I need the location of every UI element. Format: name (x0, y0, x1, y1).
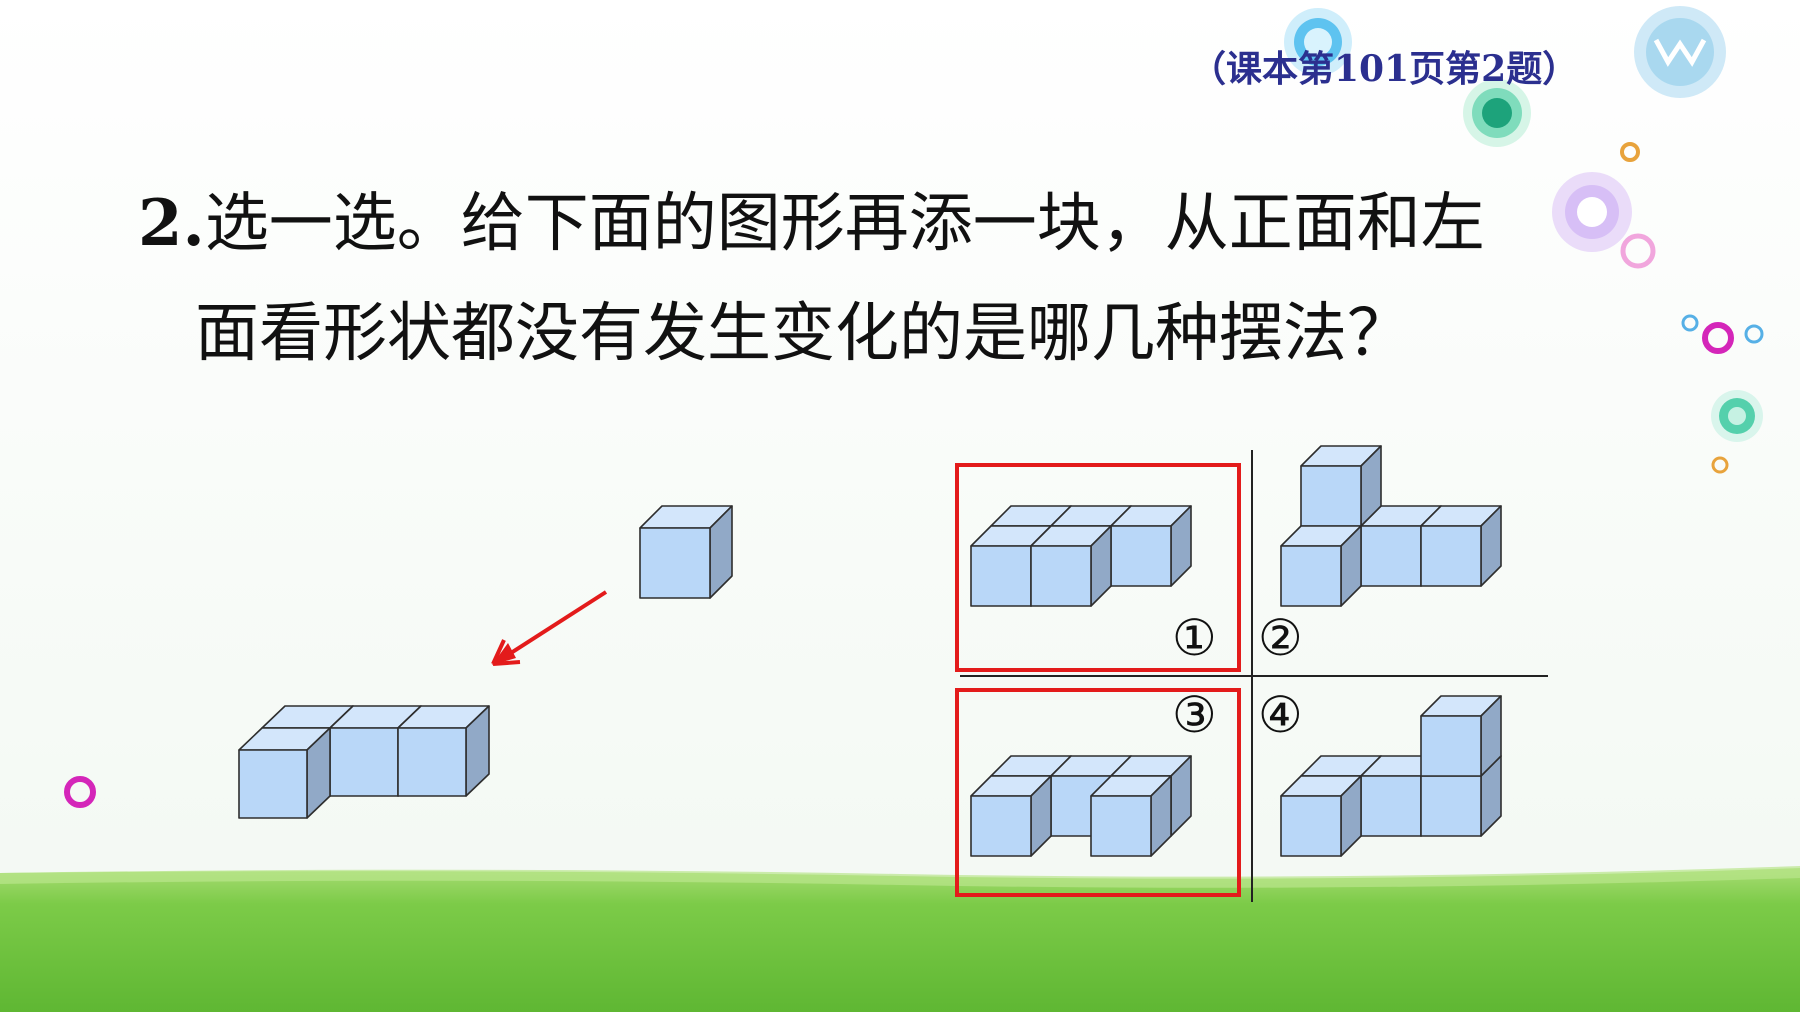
question-number: 2. (138, 186, 205, 261)
cube-icon (1280, 525, 1362, 607)
answer-highlight-1 (955, 463, 1241, 672)
question-line-2: 面看形状都没有发生变化的是哪几种摆法？ (195, 297, 1411, 371)
cube-icon (639, 505, 733, 599)
grass-highlight (0, 866, 1800, 888)
arrow-icon (491, 590, 608, 666)
cube-icon (397, 705, 490, 797)
cube-icon (1090, 775, 1172, 857)
option-2-figure[interactable] (1280, 445, 1502, 607)
bubble-decoration (64, 6, 1764, 808)
cube-icon (970, 775, 1052, 857)
question-line-1: 2.选一选。给下面的图形再添一块，从正面和左 (138, 172, 1485, 264)
option-label-4[interactable]: ④ (1258, 686, 1303, 744)
cube-icon (1280, 775, 1362, 857)
cube-icon (1110, 505, 1192, 587)
single-cube (639, 505, 733, 599)
option-label-3[interactable]: ③ (1172, 686, 1217, 744)
option-1-figure[interactable] (970, 505, 1192, 607)
option-3-figure[interactable] (970, 755, 1192, 857)
question-text-1: 选一选。给下面的图形再添一块，从正面和左 (204, 187, 1485, 261)
option-4-figure[interactable] (1280, 695, 1502, 857)
cube-icon (1300, 445, 1382, 527)
grass-ground (0, 868, 1800, 1012)
option-label-1[interactable]: ① (1172, 609, 1217, 667)
cube-icon (238, 727, 331, 819)
cube-icon (1030, 525, 1112, 607)
cube-icon (1420, 695, 1502, 777)
page-reference: （课本第101页第2题） (1190, 48, 1579, 90)
option-label-2[interactable]: ② (1258, 609, 1303, 667)
cube-icon (1420, 505, 1502, 587)
base-figure (238, 705, 490, 819)
answer-highlight-3 (955, 688, 1241, 897)
